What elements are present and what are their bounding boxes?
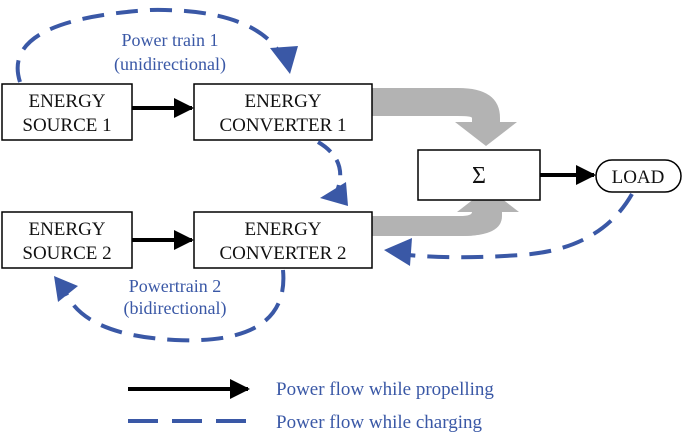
legend-charging-label: Power flow while charging: [276, 412, 482, 433]
energy-source-1-line1: ENERGY: [28, 91, 105, 112]
powertrain2-sublabel: (bidirectional): [124, 298, 227, 319]
energy-source-2-line2: SOURCE 2: [22, 243, 111, 264]
gray-flow-converter2-body: [372, 212, 502, 236]
energy-converter-2-line1: ENERGY: [244, 219, 321, 240]
gray-flow-converter1-to-sum: [372, 88, 517, 146]
energy-converter-2-box: [193, 211, 373, 269]
energy-source-2-box: [1, 211, 133, 269]
energy-converter-1-line1: ENERGY: [244, 91, 321, 112]
load-box: [595, 159, 682, 193]
energy-source-1-box: [1, 83, 133, 141]
dashed-arrowhead-converter-link: [320, 182, 348, 206]
sum-symbol: Σ: [472, 163, 486, 189]
powertrain1-sublabel: (unidirectional): [114, 54, 226, 75]
energy-source-1-line2: SOURCE 1: [22, 115, 111, 136]
energy-source-2-line1: ENERGY: [28, 219, 105, 240]
dashed-load-to-converter2: [397, 193, 634, 260]
load-label: LOAD: [612, 167, 665, 188]
powertrain2-label: Powertrain 2: [129, 276, 221, 296]
dashed-arrowhead-load-return: [384, 238, 412, 266]
energy-converter-2-line2: CONVERTER 2: [219, 243, 346, 264]
dashed-arrowhead-powertrain2: [54, 276, 78, 302]
dashed-loop-powertrain2: [62, 269, 286, 343]
energy-converter-1-box: [193, 83, 373, 141]
energy-converter-1-line2: CONVERTER 1: [219, 115, 346, 136]
dashed-loop-powertrain1: [15, 7, 287, 83]
dashed-arrowhead-powertrain1: [270, 46, 298, 74]
powertrain1-label: Power train 1: [122, 30, 219, 50]
legend-propelling-label: Power flow while propelling: [276, 379, 494, 400]
